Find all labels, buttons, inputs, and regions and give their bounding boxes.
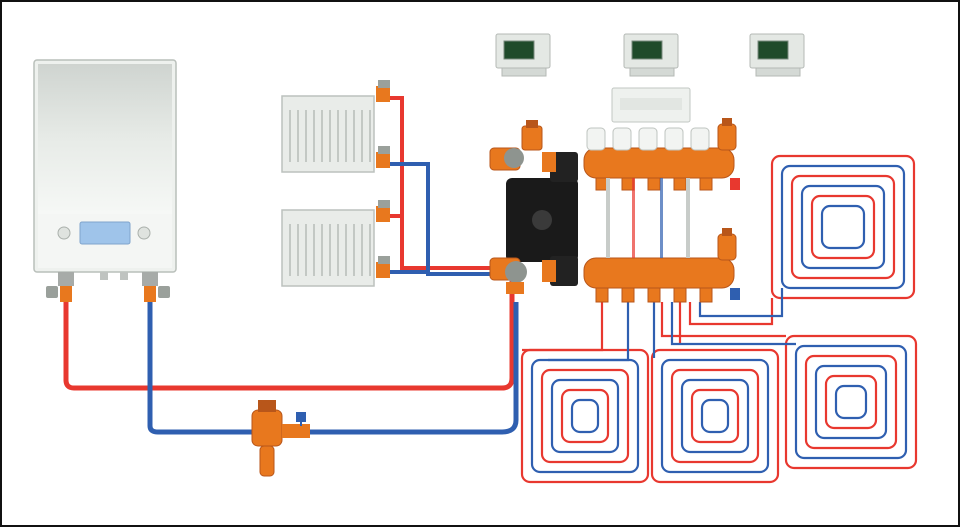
radiator-upper-icon	[281, 80, 390, 173]
boiler-knob-right	[137, 226, 151, 240]
pump-icon	[506, 152, 578, 286]
floor-loop-right-top	[770, 154, 916, 300]
valve-icon	[251, 400, 310, 477]
floor-loops	[520, 154, 918, 484]
boiler-knob-left	[57, 226, 71, 240]
room-thermostat-icon	[749, 33, 805, 77]
floor-loop-bottom-right	[784, 334, 918, 470]
boiler-return-valve-icon	[144, 286, 170, 302]
radiator-pipes	[388, 96, 502, 276]
radiator-lower-icon	[281, 200, 390, 287]
floor-loop-bottom-left	[520, 348, 650, 484]
mixing-valve-lower-icon	[489, 257, 556, 294]
control-box-icon	[611, 87, 691, 123]
mixing-valve-upper-icon	[489, 120, 556, 172]
manifold-flow-icon	[583, 118, 740, 191]
room-thermostat-icon	[495, 33, 551, 77]
floor-loop-bottom-middle	[650, 348, 780, 484]
loop-feed-pipes	[522, 288, 796, 362]
room-thermostat-icon	[623, 33, 679, 77]
boiler-return-pipe	[147, 300, 519, 435]
boiler-supply-pipe	[63, 280, 515, 391]
manifold-bracket	[606, 178, 690, 258]
boiler-display	[79, 221, 131, 245]
manifold-return-icon	[583, 228, 740, 303]
wall-boiler-icon	[33, 59, 177, 302]
boiler-flow-valve-icon	[46, 286, 72, 302]
